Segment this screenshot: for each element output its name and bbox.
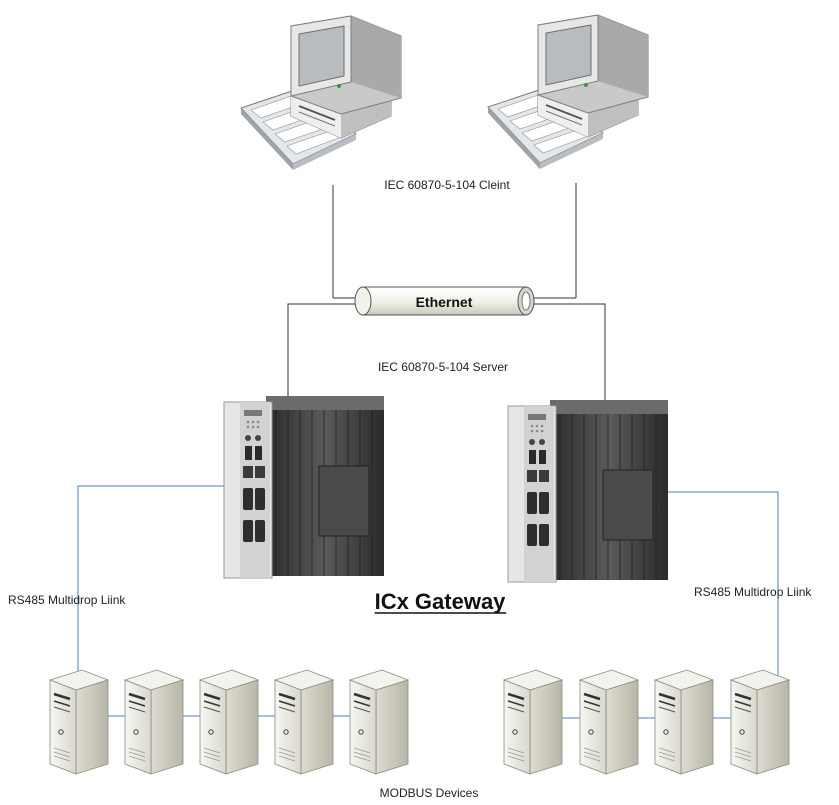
modbus-device-icon	[348, 668, 410, 776]
modbus-device-icon	[123, 668, 185, 776]
server-label: IEC 60870-5-104 Server	[378, 360, 508, 374]
ethernet-wires	[287, 183, 606, 400]
modbus-device-icon	[729, 668, 791, 776]
modbus-device-icon	[273, 668, 335, 776]
ethernet-label: Ethernet	[416, 294, 473, 310]
modbus-device-icon	[653, 668, 715, 776]
modbus-devices-right	[502, 668, 791, 776]
modbus-devices-left	[48, 668, 410, 776]
computer-icon	[240, 15, 402, 171]
computer-icon	[487, 14, 649, 170]
modbus-label: MODBUS Devices	[380, 786, 479, 800]
client-label: IEC 60870-5-104 Cleint	[384, 178, 510, 192]
rs485-right-label: RS485 Multidrop Liink	[694, 585, 812, 599]
modbus-device-icon	[502, 668, 564, 776]
gateway-device-icon	[223, 395, 385, 579]
rs485-left-label: RS485 Multidrop Liink	[8, 593, 126, 607]
gateway-title: ICx Gateway	[375, 589, 507, 614]
gateway-device-icon	[507, 399, 669, 583]
modbus-device-icon	[578, 668, 640, 776]
modbus-device-icon	[198, 668, 260, 776]
modbus-device-icon	[48, 668, 110, 776]
ethernet-cable	[354, 286, 535, 316]
